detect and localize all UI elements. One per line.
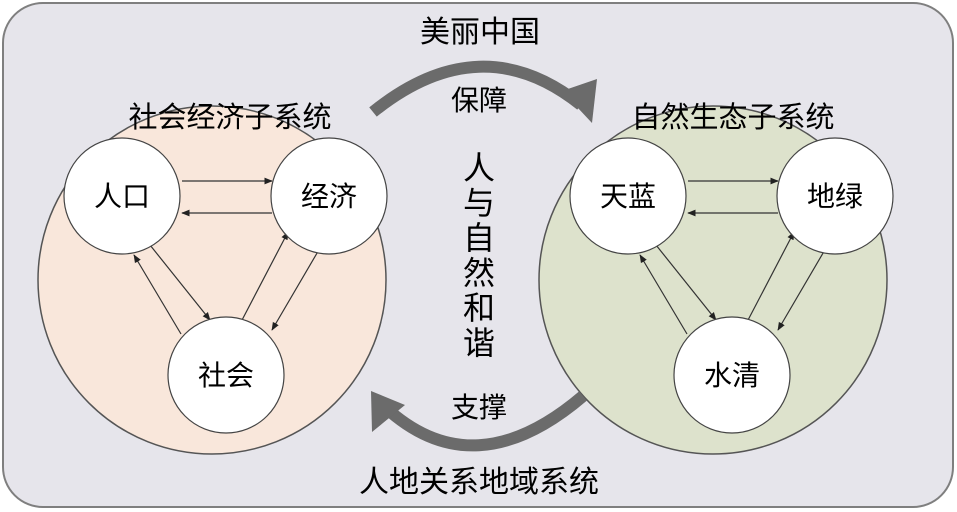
center-char: 人 — [463, 149, 495, 187]
center-char: 与 — [463, 184, 495, 222]
center-char: 和 — [463, 289, 495, 327]
link-economy-to-society — [271, 247, 321, 331]
top-arrowhead — [562, 79, 597, 123]
node-population-label: 人口 — [94, 180, 150, 213]
node-clear-water-label: 水清 — [704, 359, 760, 392]
link-clear-water-to-blue-sky — [639, 254, 688, 335]
left-system-title: 社会经济子系统 — [128, 100, 331, 134]
right-node-links — [639, 177, 827, 335]
node-green-land — [776, 137, 894, 255]
left-node-links — [133, 177, 321, 335]
center-char: 自 — [463, 219, 495, 257]
node-society-label: 社会 — [198, 359, 254, 392]
link-clear-water-to-green-land — [746, 231, 795, 323]
node-blue-sky-label: 天蓝 — [600, 180, 656, 213]
node-society — [167, 316, 285, 434]
center-char: 然 — [463, 254, 495, 292]
outer-title: 美丽中国 — [420, 15, 540, 50]
right-system-title: 自然生态子系统 — [631, 100, 834, 134]
bottom-arrow-label: 支撑 — [451, 391, 507, 424]
link-blue-sky-to-clear-water — [655, 244, 717, 321]
node-green-land-label: 地绿 — [807, 180, 863, 213]
link-society-to-population — [133, 254, 182, 335]
node-blue-sky — [569, 137, 687, 255]
center-char: 谐 — [463, 324, 495, 362]
top-arrow-label: 保障 — [451, 84, 507, 117]
top-curved-arrow — [369, 60, 585, 117]
center-vertical-text: 人 与 自 然 和 谐 — [463, 149, 495, 362]
node-population — [63, 137, 181, 255]
node-economy — [270, 137, 388, 255]
bottom-curved-arrow — [380, 391, 587, 452]
link-green-land-to-clear-water — [777, 247, 827, 331]
link-population-to-society — [149, 244, 211, 321]
bottom-arrowhead — [371, 391, 405, 432]
node-clear-water — [673, 316, 791, 434]
bottom-title: 人地关系地域系统 — [359, 465, 599, 500]
link-society-to-economy — [240, 231, 289, 323]
node-economy-label: 经济 — [301, 180, 357, 213]
